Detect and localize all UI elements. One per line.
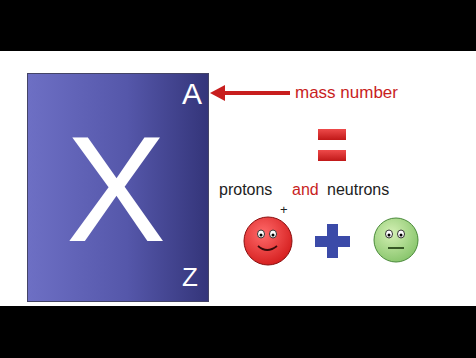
leader-arrow — [210, 85, 290, 101]
top-bar — [0, 0, 476, 51]
neutron-icon — [374, 218, 418, 262]
atomic-number-symbol: Z — [182, 264, 198, 290]
mass-number-symbol: A — [182, 79, 202, 109]
bottom-bar — [0, 306, 476, 358]
and-label: and — [292, 182, 319, 198]
equals-sign — [318, 129, 346, 161]
element-symbol: X — [66, 114, 166, 264]
mass-number-label: mass number — [295, 84, 398, 101]
neutrons-label: neutrons — [327, 182, 389, 198]
element-box: XA Z — [27, 73, 209, 302]
charge-label: + — [280, 203, 288, 216]
protons-label: protons — [219, 182, 272, 198]
proton-icon — [244, 217, 292, 265]
plus-sign — [315, 224, 350, 258]
